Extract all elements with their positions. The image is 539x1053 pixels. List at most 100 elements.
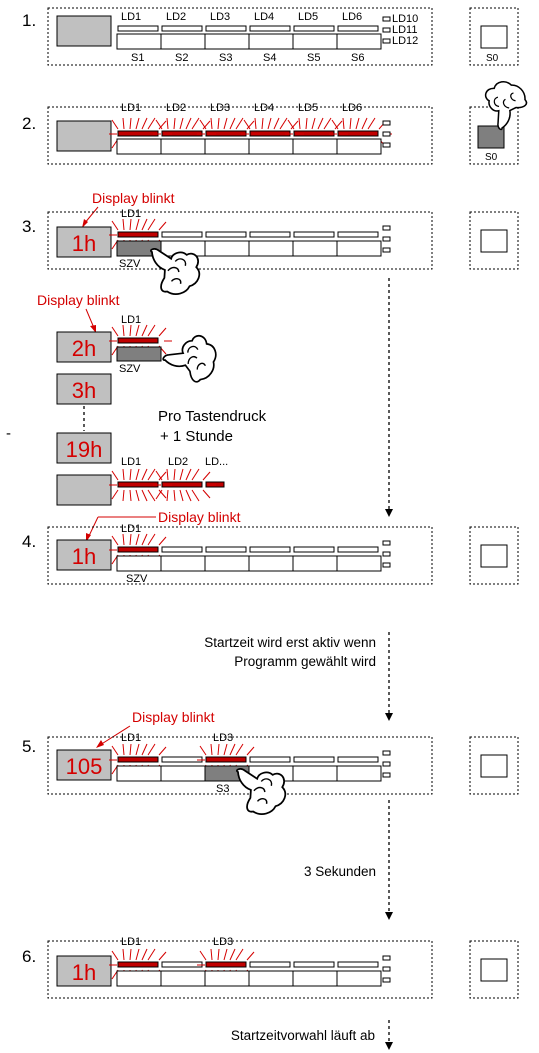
display <box>56 373 112 405</box>
led-ld3-on <box>205 756 247 763</box>
panel-frame <box>47 736 433 795</box>
key-s2[interactable] <box>160 138 206 155</box>
key-s1[interactable] <box>116 138 162 155</box>
key-s5[interactable] <box>292 240 338 257</box>
arrowhead-icon <box>82 219 88 228</box>
led <box>337 961 379 968</box>
step-4: 4. Display blinkt 1h LD1 SZV <box>22 509 519 585</box>
key-s2[interactable] <box>160 555 206 572</box>
key-szv-pressed[interactable] <box>116 346 162 362</box>
led-ld1-on <box>117 756 159 763</box>
arrowhead-icon <box>90 325 96 333</box>
led <box>293 756 335 763</box>
power-key-s0-pressed[interactable] <box>477 125 505 149</box>
led-ld12 <box>382 977 391 983</box>
led <box>249 756 291 763</box>
key-s2[interactable] <box>160 33 206 50</box>
led-ld11 <box>382 27 391 33</box>
key-s3[interactable] <box>204 138 250 155</box>
note-line-1: Startzeit wird erst aktiv wenn <box>204 635 376 650</box>
label-ld2: LD2 <box>166 11 186 23</box>
key-s4[interactable] <box>248 33 294 50</box>
key-s5[interactable] <box>292 33 338 50</box>
display-value: 3h <box>72 378 96 403</box>
step-3: 3. Display blinkt 1h LD1 SZV <box>22 190 519 302</box>
key-s5[interactable] <box>292 138 338 155</box>
key-s6[interactable] <box>336 240 382 257</box>
led-ld10 <box>382 540 391 546</box>
key-s4[interactable] <box>248 138 294 155</box>
step-number: 3. <box>22 217 36 236</box>
led <box>337 231 379 238</box>
led-ld1-on <box>117 231 159 238</box>
led-row <box>108 117 393 151</box>
key-s2[interactable] <box>160 970 206 987</box>
led <box>249 961 291 968</box>
step-1: 1. LD1 LD2 LD3 LD4 L <box>22 7 519 66</box>
blink-label: Display blinkt <box>158 509 241 525</box>
key-s3[interactable] <box>204 555 250 572</box>
label-ld3: LD3 <box>210 11 230 23</box>
key-s1[interactable] <box>116 765 162 782</box>
display-value: 1h <box>72 231 96 256</box>
key-s6[interactable] <box>336 555 382 572</box>
led <box>161 961 203 968</box>
key-s5[interactable] <box>292 970 338 987</box>
led-ld1-on <box>117 961 159 968</box>
key-s2[interactable] <box>160 765 206 782</box>
led-on <box>161 481 203 488</box>
power-key-s0[interactable] <box>480 754 508 778</box>
led-ld11 <box>382 966 391 972</box>
label-ld2: LD2 <box>166 102 186 114</box>
key-s1[interactable] <box>116 33 162 50</box>
key-s1[interactable] <box>116 970 162 987</box>
key-s3[interactable] <box>204 33 250 50</box>
label-szv: SZV <box>119 363 141 375</box>
key-s5[interactable] <box>292 765 338 782</box>
display-value: 1h <box>72 960 96 985</box>
power-key-s0[interactable] <box>480 544 508 568</box>
blink-label: Display blinkt <box>92 190 175 206</box>
key-s6[interactable] <box>336 970 382 987</box>
key-szv[interactable] <box>116 555 162 572</box>
key-s6[interactable] <box>336 33 382 50</box>
label-ld11: LD11 <box>392 24 417 36</box>
key-row <box>116 138 382 155</box>
display <box>56 432 112 464</box>
small-leds <box>382 16 391 44</box>
step-3-sequence: Display blinkt 2h LD1 SZV 3h 19h Pro Tas… <box>6 292 267 506</box>
key-s6[interactable] <box>336 765 382 782</box>
led <box>337 756 379 763</box>
led-ld1-on <box>117 546 159 553</box>
power-key-s0[interactable] <box>480 229 508 253</box>
led <box>337 25 379 32</box>
key-s6[interactable] <box>336 138 382 155</box>
led-ld12 <box>382 38 391 44</box>
label-ld1: LD1 <box>121 732 141 744</box>
key-s3[interactable] <box>204 970 250 987</box>
power-panel-frame <box>469 7 519 66</box>
led-ld12 <box>382 562 391 568</box>
power-key-s0[interactable] <box>480 25 508 49</box>
label-ld5: LD5 <box>298 11 318 23</box>
label-ld1: LD1 <box>121 208 141 220</box>
key-s5[interactable] <box>292 555 338 572</box>
led-ld11 <box>382 236 391 242</box>
display <box>56 120 112 152</box>
panel-frame <box>47 526 433 585</box>
panel-frame <box>47 7 433 66</box>
key-s4[interactable] <box>248 970 294 987</box>
arrowhead-icon <box>96 740 104 748</box>
led-ld12 <box>382 772 391 778</box>
led-ld3-on <box>205 961 247 968</box>
key-s3[interactable] <box>204 240 250 257</box>
label-s5: S5 <box>307 52 320 64</box>
key-s4[interactable] <box>248 240 294 257</box>
step-2: 2. LD1 LD2 <box>22 73 533 165</box>
power-key-s0[interactable] <box>480 958 508 982</box>
key-s4[interactable] <box>248 555 294 572</box>
led <box>249 546 291 553</box>
dashed-down-arrow-icon <box>385 1020 393 1050</box>
display-value: 105 <box>66 754 103 779</box>
display <box>56 15 112 47</box>
